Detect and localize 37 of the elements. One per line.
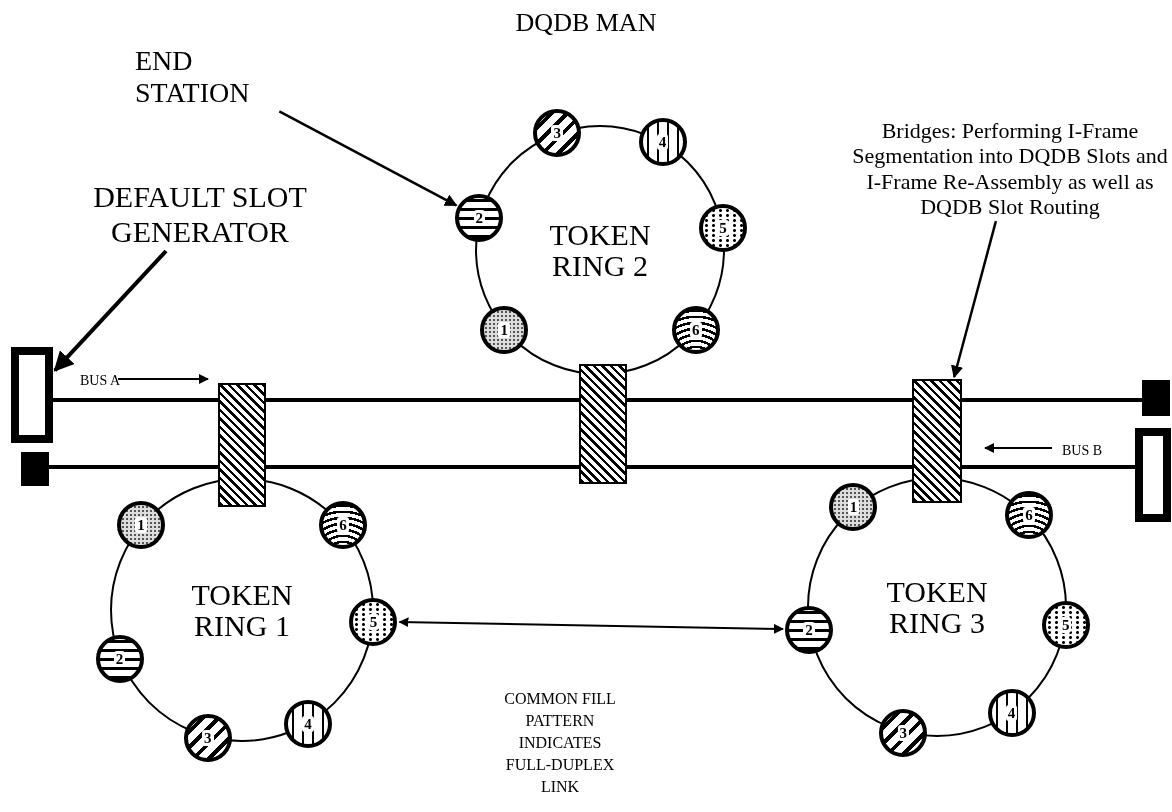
station-circle: 5 bbox=[699, 204, 748, 253]
bus-line bbox=[49, 465, 218, 469]
station-circle: 2 bbox=[95, 635, 144, 684]
bridge-block bbox=[218, 383, 266, 507]
diagram-title: DQDB MAN bbox=[514, 8, 658, 38]
leader-arrow bbox=[278, 110, 458, 207]
double-arrow bbox=[398, 617, 784, 634]
station-circle: 5 bbox=[1041, 601, 1090, 650]
bus-line bbox=[266, 465, 579, 469]
slot-generator bbox=[1135, 428, 1171, 522]
slot-generator bbox=[11, 347, 53, 443]
bus-line bbox=[962, 398, 1142, 402]
note-text: COMMON FILL PATTERN INDICATES FULL-DUPLEX LINK bbox=[503, 689, 617, 797]
station-circle: 2 bbox=[455, 193, 504, 242]
bridge-block bbox=[579, 364, 627, 484]
station-circle: 4 bbox=[284, 700, 332, 749]
station-circle: 5 bbox=[349, 597, 398, 646]
station-circle: 4 bbox=[638, 117, 687, 166]
bus-terminator bbox=[1142, 380, 1170, 416]
bus-line bbox=[627, 465, 912, 469]
bus-terminator bbox=[21, 452, 49, 486]
callout-text: END STATION bbox=[135, 45, 295, 110]
leader-arrow bbox=[53, 249, 168, 372]
bus-line bbox=[53, 398, 218, 402]
bus-line bbox=[627, 398, 912, 402]
station-circle: 3 bbox=[533, 108, 582, 157]
bridge-block bbox=[912, 379, 962, 503]
station-circle: 3 bbox=[183, 713, 232, 762]
bus-label: BUS B bbox=[1062, 442, 1104, 460]
bus-line bbox=[266, 398, 579, 402]
callout-text: DEFAULT SLOT GENERATOR bbox=[85, 180, 315, 249]
callout-text: Bridges: Performing I-Frame Segmentation into DQDB Slots and I-Frame Re-Assembly as well as DQDB Slot Routing bbox=[850, 118, 1170, 220]
station-circle: 3 bbox=[879, 708, 928, 757]
leader-arrow bbox=[951, 220, 998, 379]
station-circle: 2 bbox=[784, 605, 833, 654]
bus-line bbox=[962, 465, 1135, 469]
bus-label: BUS A bbox=[78, 372, 122, 390]
